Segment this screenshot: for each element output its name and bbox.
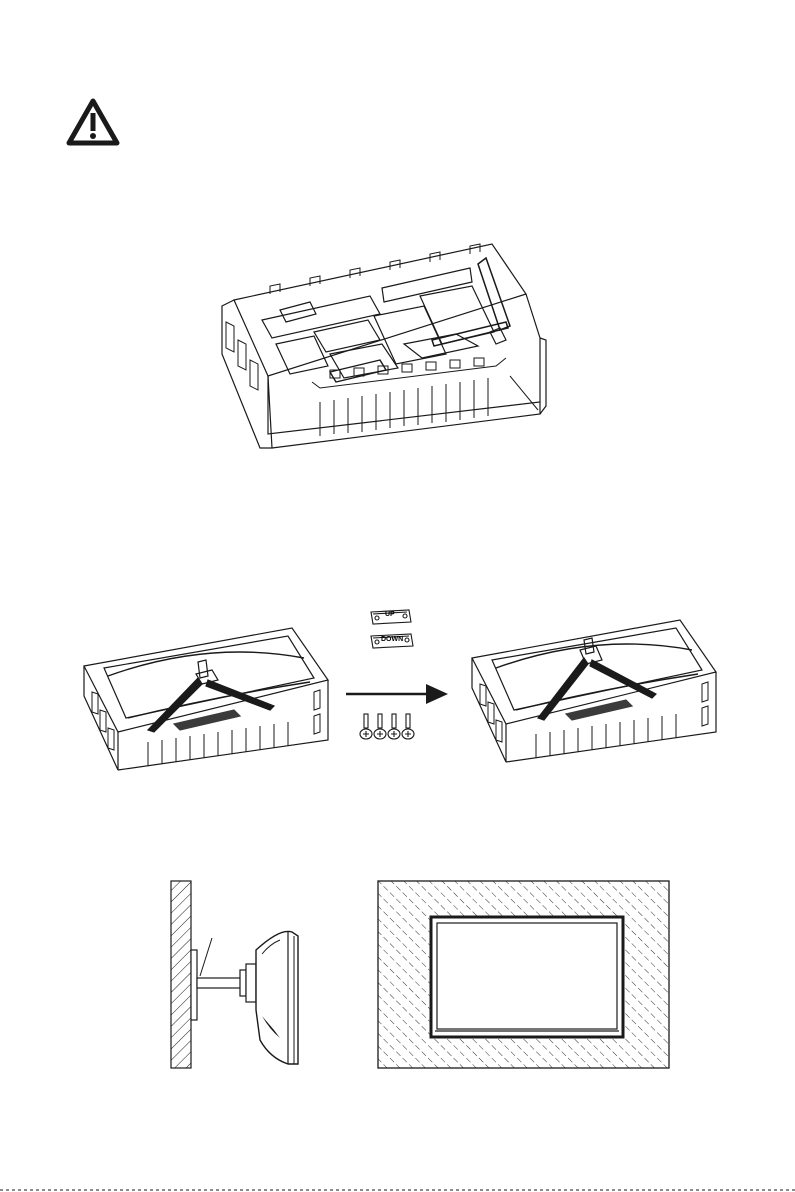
monitor-in-foam-right — [466, 614, 722, 766]
screw-icon — [360, 714, 372, 739]
page-bottom-rule — [0, 1189, 795, 1191]
screw-icon — [374, 714, 386, 739]
screw-icon — [402, 714, 414, 739]
screw-icon — [388, 714, 400, 739]
warning-icon — [66, 98, 120, 146]
up-cover: UP — [369, 606, 413, 628]
down-cover: DOWN — [369, 630, 415, 652]
monitor-in-foam-left — [78, 622, 334, 774]
screws-illustration — [358, 712, 422, 742]
wall-mount-side-view — [170, 880, 302, 1070]
packing-foam-illustration — [210, 236, 560, 458]
down-cover-label: DOWN — [381, 636, 403, 643]
wall-mount-front-view — [377, 880, 671, 1070]
up-cover-label: UP — [385, 611, 395, 618]
right-arrow-icon — [346, 682, 448, 706]
